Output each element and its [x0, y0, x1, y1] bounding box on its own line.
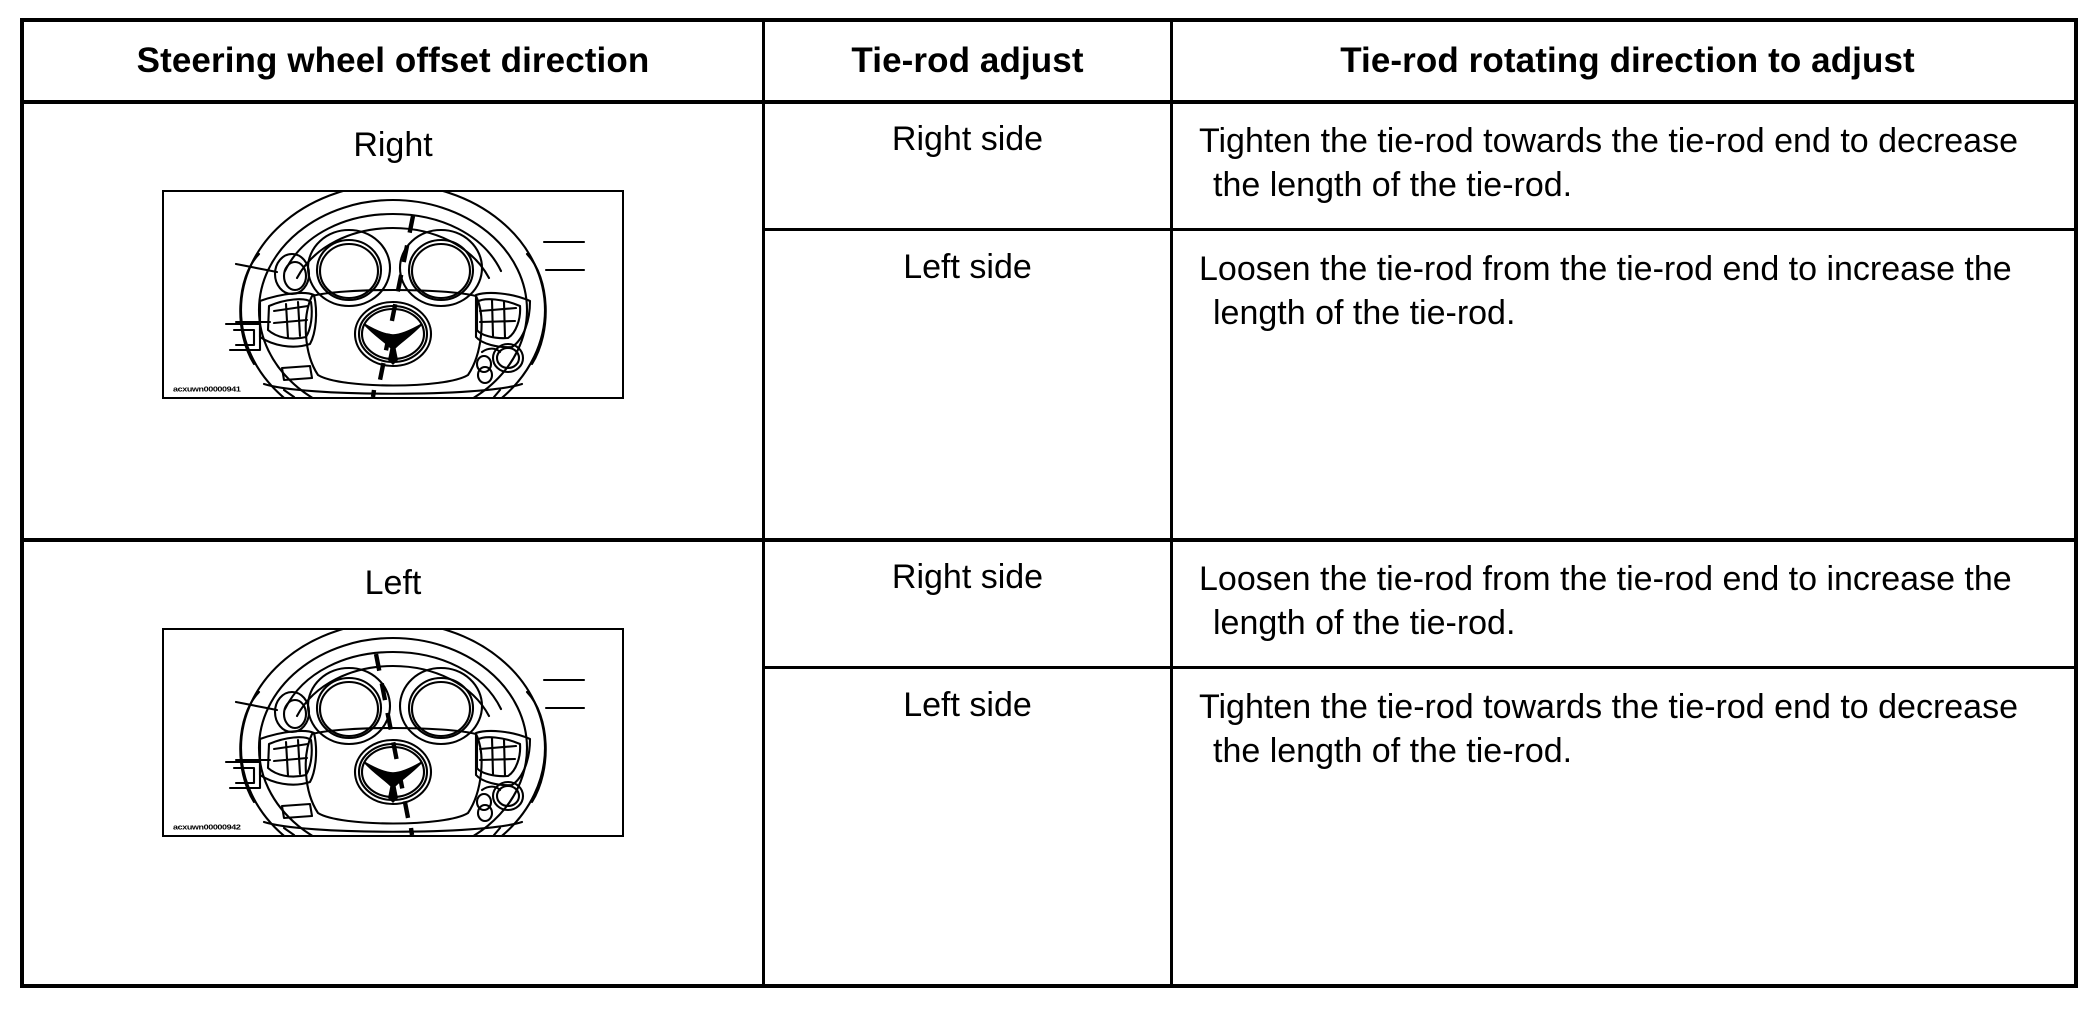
column-header-tie-rod-adjust: Tie-rod adjust — [765, 22, 1170, 100]
figure-id-code: acxuwn00000942 — [173, 822, 241, 831]
instruction-text: Loosen the tie-rod from the tie-rod end … — [1199, 250, 2012, 332]
instruction-text: Tighten the tie-rod towards the tie-rod … — [1199, 122, 2018, 204]
steering-wheel-figure-right: acxuwn00000941 — [162, 190, 624, 399]
steering-wheel-figure-left: acxuwn00000942 — [162, 628, 624, 837]
offset-direction-label: Right — [353, 126, 433, 164]
instruction-r2-a: Loosen the tie-rod from the tie-rod end … — [1173, 558, 2082, 645]
column-divider-2 — [1170, 22, 1173, 984]
tie-rod-side-r1-b: Left side — [765, 250, 1170, 284]
tie-rod-side-r2-b: Left side — [765, 688, 1170, 722]
column-divider-1 — [762, 22, 765, 984]
steering-wheel-illustration-icon — [224, 192, 586, 397]
column-header-label: Steering wheel offset direction — [136, 40, 650, 80]
instruction-text: Loosen the tie-rod from the tie-rod end … — [1199, 560, 2012, 642]
instruction-r1-a: Tighten the tie-rod towards the tie-rod … — [1173, 120, 2082, 207]
instruction-text: Tighten the tie-rod towards the tie-rod … — [1199, 688, 2018, 770]
tie-rod-side-label: Right side — [891, 120, 1044, 158]
tie-rod-side-label: Left side — [903, 686, 1032, 724]
header-bottom-divider — [24, 100, 2074, 104]
tie-rod-side-label: Left side — [903, 248, 1032, 286]
tie-rod-side-label: Right side — [891, 558, 1044, 596]
table-row-offset-right-figure-cell: Right — [24, 104, 762, 538]
instruction-r1-b: Loosen the tie-rod from the tie-rod end … — [1173, 248, 2082, 335]
instruction-r2-b: Tighten the tie-rod towards the tie-rod … — [1173, 686, 2082, 773]
row2-sub-divider — [765, 666, 2074, 669]
row1-sub-divider — [765, 228, 2074, 231]
tie-rod-side-r1-a: Right side — [765, 122, 1170, 156]
tie-rod-side-r2-a: Right side — [765, 560, 1170, 594]
row1-bottom-divider — [24, 538, 2074, 542]
offset-direction-label: Left — [364, 564, 422, 602]
column-header-label: Tie-rod rotating direction to adjust — [1340, 40, 1915, 80]
column-header-rotating-direction: Tie-rod rotating direction to adjust — [1173, 22, 2082, 100]
figure-id-code: acxuwn00000941 — [173, 384, 241, 393]
table-row-offset-left-figure-cell: Left — [24, 542, 762, 984]
steering-wheel-illustration-icon — [224, 630, 586, 835]
column-header-offset-direction: Steering wheel offset direction — [24, 22, 762, 100]
column-header-label: Tie-rod adjust — [851, 40, 1084, 80]
tie-rod-adjustment-table: Steering wheel offset direction Tie-rod … — [20, 18, 2078, 988]
